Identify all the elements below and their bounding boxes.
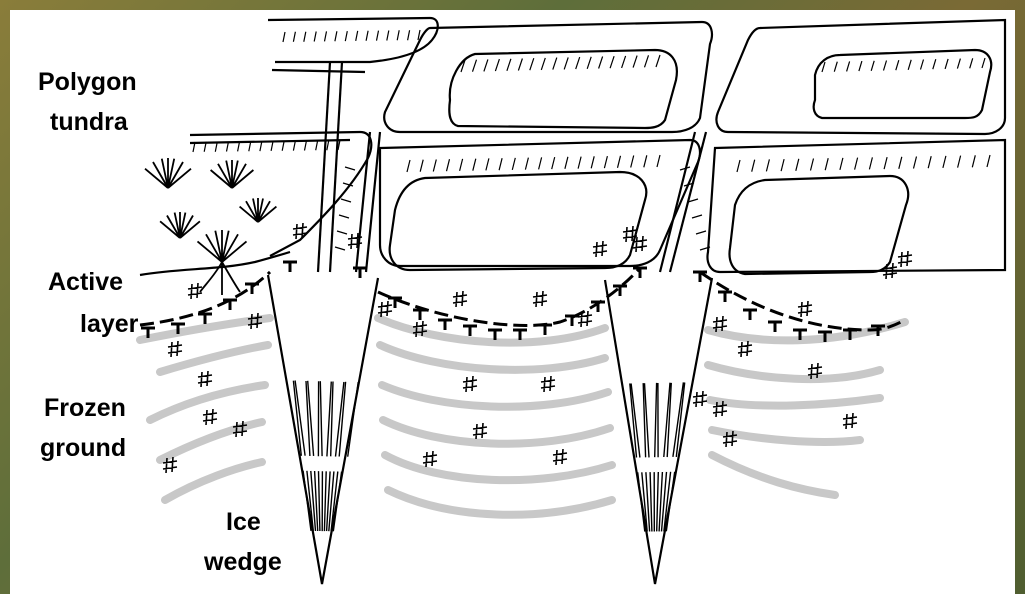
strata-band: [380, 345, 605, 370]
plant-fan: [240, 198, 277, 222]
strata-band: [160, 422, 262, 460]
strata-band: [165, 462, 262, 500]
active-layer-line-middle: [378, 268, 640, 325]
hachure-marks: [283, 30, 420, 42]
surface-line: [730, 176, 909, 274]
plant-roots: [200, 262, 240, 295]
label-frozen-ground-line1: Frozen: [44, 394, 126, 422]
ice-lens-marks: [163, 223, 912, 473]
tundra-plants: [145, 158, 276, 295]
label-ice-wedge-line2: wedge: [203, 548, 282, 576]
hachure-marks: [822, 58, 985, 72]
label-active-layer-line1: Active: [48, 268, 123, 296]
label-polygon-tundra-line2: tundra: [50, 108, 129, 136]
strata-band: [710, 398, 880, 406]
strata-band: [712, 455, 835, 495]
label-frozen-ground-line2: ground: [40, 434, 126, 462]
label-ice-wedge-line1: Ice: [226, 508, 261, 536]
plant-fan: [211, 160, 254, 188]
strata-band: [708, 365, 880, 379]
ice-wedge-right-striations: [630, 382, 685, 531]
strata-band: [382, 385, 608, 407]
strata-band: [383, 420, 610, 444]
hachure-marks: [737, 155, 990, 172]
hachure-marks: [680, 167, 710, 250]
ice-lens-symbols: [163, 223, 912, 473]
surface-line: [272, 70, 365, 72]
plant-fan: [160, 212, 200, 238]
ice-wedge-left-striations: [293, 381, 358, 532]
surface-line: [814, 50, 992, 118]
surface-line: [380, 140, 700, 266]
strata-band: [160, 345, 268, 372]
hachure-marks: [461, 55, 660, 72]
ice-wedge-left-outline: [268, 275, 378, 584]
hachure-marks: [407, 155, 660, 172]
plant-fan: [198, 230, 247, 262]
plant-fan: [145, 158, 191, 188]
ice-wedge-left: [268, 275, 378, 584]
surface-line: [449, 50, 677, 128]
ice-wedge-right: [605, 278, 712, 584]
polygon-surface: [140, 18, 1005, 275]
label-active-layer-line2: layer: [80, 310, 139, 338]
strata-band: [388, 490, 612, 515]
strata-band: [385, 455, 612, 480]
frozen-ground-strata: [140, 318, 905, 515]
surface-line: [330, 62, 342, 272]
surface-line: [390, 172, 647, 270]
label-polygon-tundra-line1: Polygon: [38, 68, 137, 96]
active-layer-line-right: [700, 272, 905, 330]
surface-line: [318, 62, 330, 272]
surface-line: [708, 140, 1006, 272]
